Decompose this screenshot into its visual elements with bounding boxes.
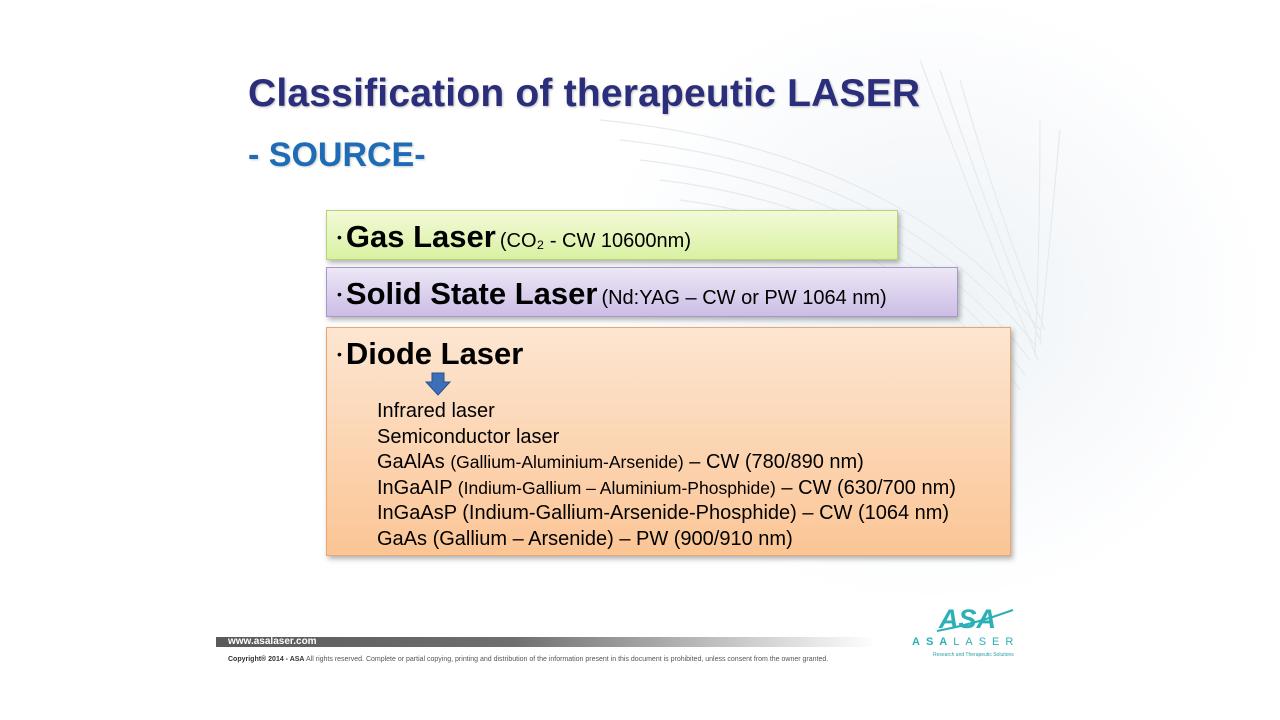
asa-logo-mark: ASA bbox=[936, 604, 1014, 634]
list-item: GaAs (Gallium – Arsenide) – PW (900/910 … bbox=[377, 527, 793, 550]
solid-state-laser-label: Solid State Laser bbox=[345, 276, 598, 311]
solid-state-laser-box: •Solid State Laser(Nd:YAG – CW or PW 106… bbox=[326, 267, 958, 317]
logo-tagline: Research and Therapeutic Solutions bbox=[933, 652, 1014, 658]
list-item: InGaAIP (Indium-Gallium – Aluminium-Phos… bbox=[377, 476, 956, 499]
list-item: Semiconductor laser bbox=[377, 425, 560, 448]
list-item: Infrared laser bbox=[377, 400, 495, 422]
asa-laser-logo: ASA ASALASER Research and Therapeutic So… bbox=[905, 604, 1045, 664]
footer-bar bbox=[216, 637, 876, 647]
footer-copyright: Copyright® 2014 - ASA All rights reserve… bbox=[228, 656, 829, 663]
bullet: • bbox=[337, 286, 342, 302]
list-item: GaAlAs (Gallium-Aluminium-Arsenide) – CW… bbox=[377, 451, 864, 474]
gas-laser-label: Gas Laser bbox=[345, 219, 496, 254]
diode-laser-types-list: Infrared laser Semiconductor laser GaAlA… bbox=[377, 399, 956, 553]
list-item: InGaAsP (Indium-Gallium-Arsenide-Phosphi… bbox=[377, 502, 950, 525]
gas-laser-detail: (CO₂ - CW 10600nm) bbox=[499, 230, 691, 252]
logo-wordmark: ASALASER bbox=[912, 636, 1020, 648]
arrow-down-icon bbox=[425, 372, 451, 396]
gas-laser-box: •Gas Laser(CO₂ - CW 10600nm) bbox=[326, 210, 898, 260]
footer-url[interactable]: www.asalaser.com bbox=[228, 636, 317, 647]
slide-subtitle: - SOURCE- bbox=[248, 136, 426, 174]
bullet: • bbox=[337, 346, 342, 362]
slide-title: Classification of therapeutic LASER bbox=[248, 72, 921, 115]
bullet: • bbox=[337, 229, 342, 245]
diode-laser-label: Diode Laser bbox=[345, 336, 524, 371]
diode-laser-box: •Diode Laser Infrared laser Semiconducto… bbox=[326, 327, 1011, 556]
solid-state-laser-detail: (Nd:YAG – CW or PW 1064 nm) bbox=[601, 287, 887, 309]
